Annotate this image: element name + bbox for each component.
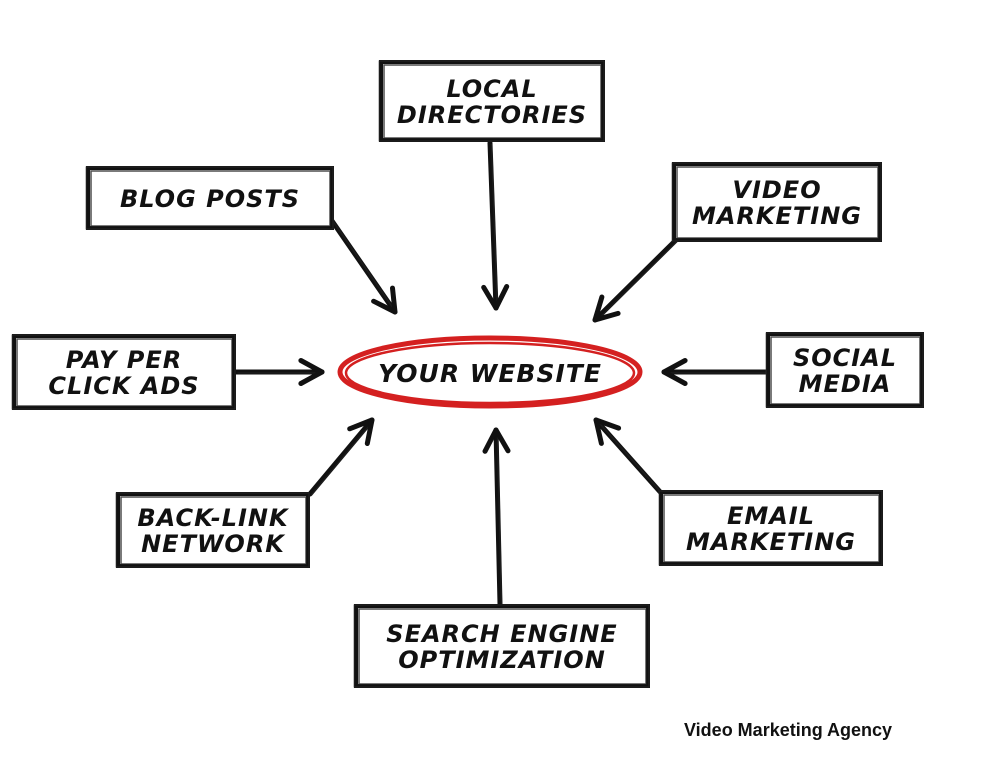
brand-text: Video Marketing Agency xyxy=(684,720,893,740)
local-directories-label-line-1: LOCAL xyxy=(446,75,537,103)
social-media-label-line-1: SOCIAL xyxy=(793,344,897,372)
video-marketing-label-line-2: MARKETING xyxy=(692,202,862,230)
email-marketing-label-line-2: MARKETING xyxy=(686,528,856,556)
center-ring xyxy=(337,335,643,409)
search-engine-optimization-arrow xyxy=(482,427,511,607)
center-node: YOUR WEBSITE xyxy=(337,335,643,409)
social-media-label-line-2: MEDIA xyxy=(799,370,892,398)
pay-per-click-ads-arrow xyxy=(233,358,325,386)
pay-per-click-ads-label-line-2: CLICK ADS xyxy=(48,372,199,400)
search-engine-optimization-label-line-1: SEARCH ENGINE xyxy=(386,620,617,648)
video-marketing-label-line-1: VIDEO xyxy=(732,176,821,204)
email-marketing-arrow xyxy=(593,417,665,497)
local-directories-arrow xyxy=(481,140,510,311)
search-engine-optimization-label-line-2: OPTIMIZATION xyxy=(398,646,606,674)
email-marketing-label-line-1: EMAIL xyxy=(727,502,815,530)
video-marketing-arrow xyxy=(592,237,679,323)
brand-logo: Video Marketing Agency xyxy=(684,720,892,741)
center-label: YOUR WEBSITE xyxy=(378,359,602,388)
back-link-network-label-line-1: BACK-LINK xyxy=(137,504,290,532)
back-link-network-label-line-2: NETWORK xyxy=(141,530,286,558)
node-blog-posts: BLOG POSTS xyxy=(85,166,334,230)
local-directories-label-line-2: DIRECTORIES xyxy=(397,101,587,129)
arrows-layer xyxy=(233,140,769,607)
blog-posts-arrow xyxy=(327,215,398,315)
pay-per-click-ads-label-line-1: PAY PER xyxy=(66,346,182,374)
center-ring-inner xyxy=(344,341,636,405)
blog-posts-label-line-1: BLOG POSTS xyxy=(120,185,300,213)
social-media-arrow xyxy=(661,358,769,386)
back-link-network-arrow xyxy=(307,417,375,497)
